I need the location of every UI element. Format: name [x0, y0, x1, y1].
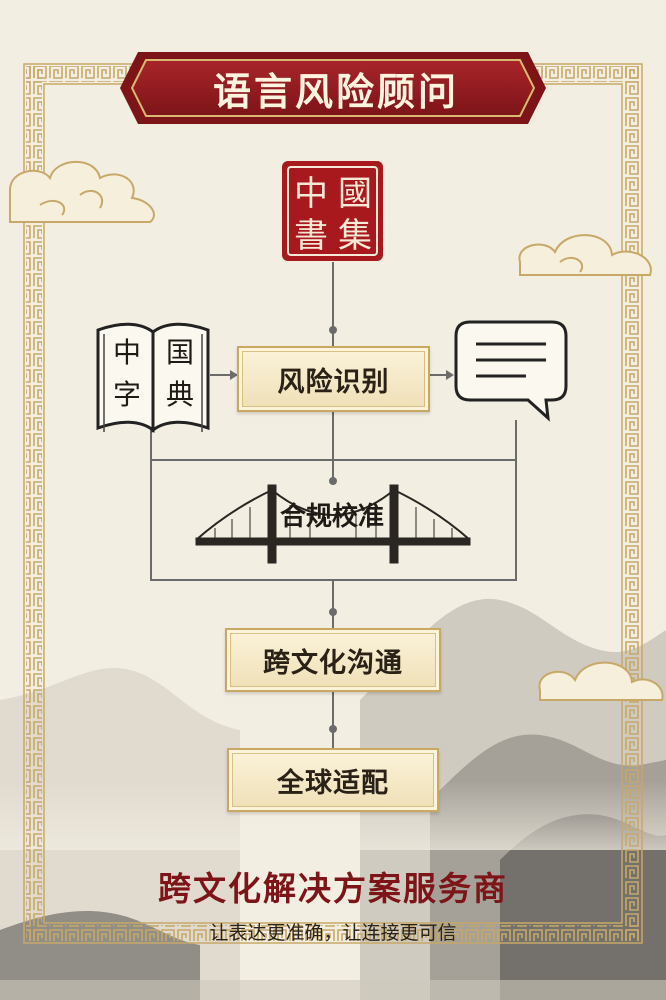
seal-char: 書 — [294, 216, 328, 256]
title-banner-bg — [120, 52, 546, 124]
page-title: 语言风险顾问 — [212, 69, 459, 114]
flow-node-risk-identification: 风险识别 — [237, 346, 430, 412]
flow-connectors — [150, 262, 517, 748]
seal-stamp-icon: 中 國 書 集 — [282, 161, 383, 261]
book-char: 中 — [113, 336, 141, 369]
cloud-icon — [538, 661, 664, 701]
seal-char: 中 — [294, 174, 328, 214]
flow-node-compliance-calibration: 合规校准 — [279, 501, 384, 532]
seal-char: 國 — [338, 174, 372, 214]
open-book-icon: 中 国 字 典 — [96, 322, 210, 434]
book-char: 字 — [113, 378, 141, 411]
subtagline: 让表达更准确，让连接更可信 — [209, 922, 457, 944]
suspension-bridge-icon — [195, 484, 471, 564]
seal-char: 集 — [338, 216, 372, 256]
tagline: 跨文化解决方案服务商 — [158, 869, 508, 908]
flow-node-cross-cultural-communication: 跨文化沟通 — [225, 628, 441, 692]
flow-node-global-adaptation: 全球适配 — [227, 748, 439, 812]
speech-bubble-icon — [454, 320, 568, 422]
book-char: 典 — [166, 378, 194, 411]
cloud-icon — [9, 160, 155, 223]
connector-dots — [230, 326, 454, 733]
cloud-icon — [518, 234, 652, 276]
book-char: 国 — [166, 336, 194, 369]
